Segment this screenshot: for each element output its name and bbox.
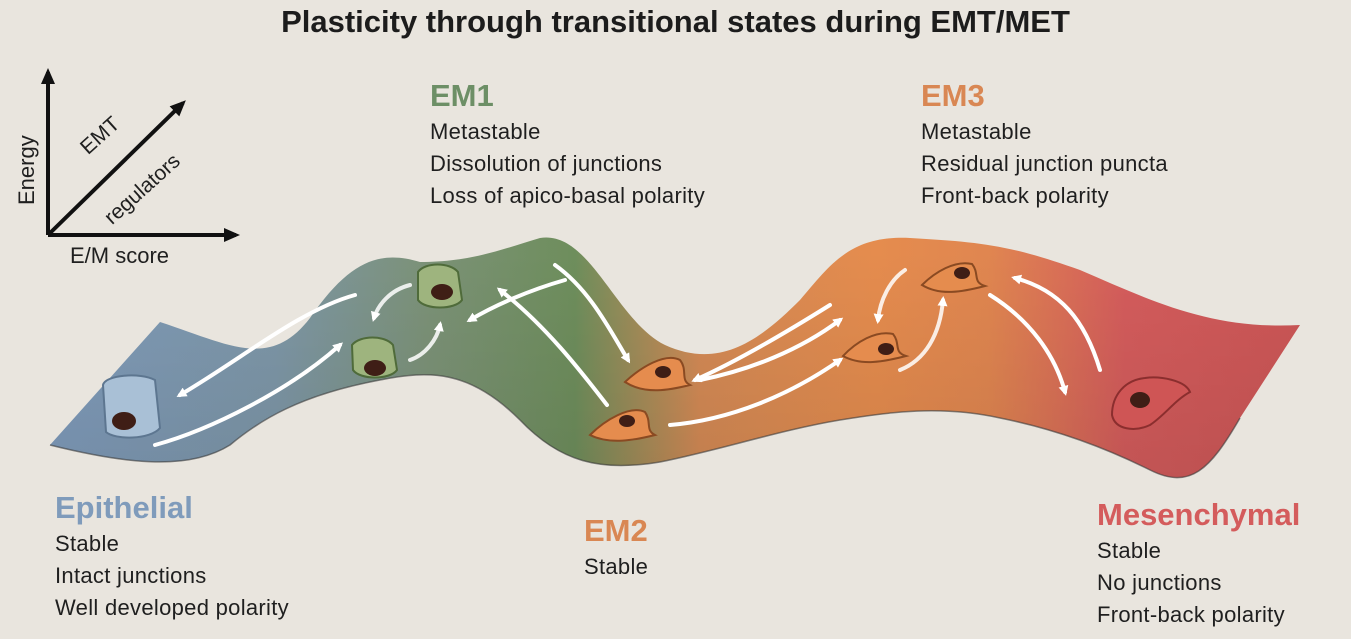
axis-label-energy: Energy xyxy=(14,135,39,205)
em3-line: Front-back polarity xyxy=(921,183,1109,208)
em3-line: Residual junction puncta xyxy=(921,151,1168,176)
epithelial-line: Intact junctions xyxy=(55,563,207,588)
em3-cell-lower xyxy=(841,332,910,364)
epithelial-description: Epithelial Stable Intact junctions Well … xyxy=(55,490,289,624)
em3-description: EM3 Metastable Residual junction puncta … xyxy=(921,78,1168,212)
mesenchymal-line: Front-back polarity xyxy=(1097,602,1285,627)
em1-line: Metastable xyxy=(430,119,541,144)
transition-arrows xyxy=(153,263,1102,447)
em1-line: Loss of apico-basal polarity xyxy=(430,183,705,208)
em2-description: EM2 Stable xyxy=(584,513,648,583)
em1-cell-lower xyxy=(350,336,399,379)
mesenchymal-title: Mesenchymal xyxy=(1097,497,1301,532)
em2-title: EM2 xyxy=(584,513,648,548)
em3-cell-upper xyxy=(920,262,989,293)
em1-title: EM1 xyxy=(430,78,494,113)
em3-line: Metastable xyxy=(921,119,1032,144)
axes-icon xyxy=(41,68,240,242)
em1-description: EM1 Metastable Dissolution of junctions … xyxy=(430,78,705,212)
em2-line: Stable xyxy=(584,554,649,579)
mesenchymal-description: Mesenchymal Stable No junctions Front-ba… xyxy=(1097,497,1300,631)
axis-label-em-score: E/M score xyxy=(70,243,170,268)
em3-title: EM3 xyxy=(921,78,985,113)
epithelial-line: Well developed polarity xyxy=(55,595,289,620)
epithelial-line: Stable xyxy=(55,531,120,556)
em1-line: Dissolution of junctions xyxy=(430,151,663,176)
mesenchymal-line: No junctions xyxy=(1097,570,1222,595)
mesenchymal-cell xyxy=(1110,376,1192,430)
em2-cell-upper xyxy=(623,356,693,392)
em2-cell-lower xyxy=(588,409,658,442)
em1-cell-upper xyxy=(417,263,464,309)
page-title: Plasticity through transitional states d… xyxy=(281,4,1070,39)
epithelial-title: Epithelial xyxy=(55,490,193,525)
epithelial-cell xyxy=(101,374,162,439)
mesenchymal-line: Stable xyxy=(1097,538,1162,563)
